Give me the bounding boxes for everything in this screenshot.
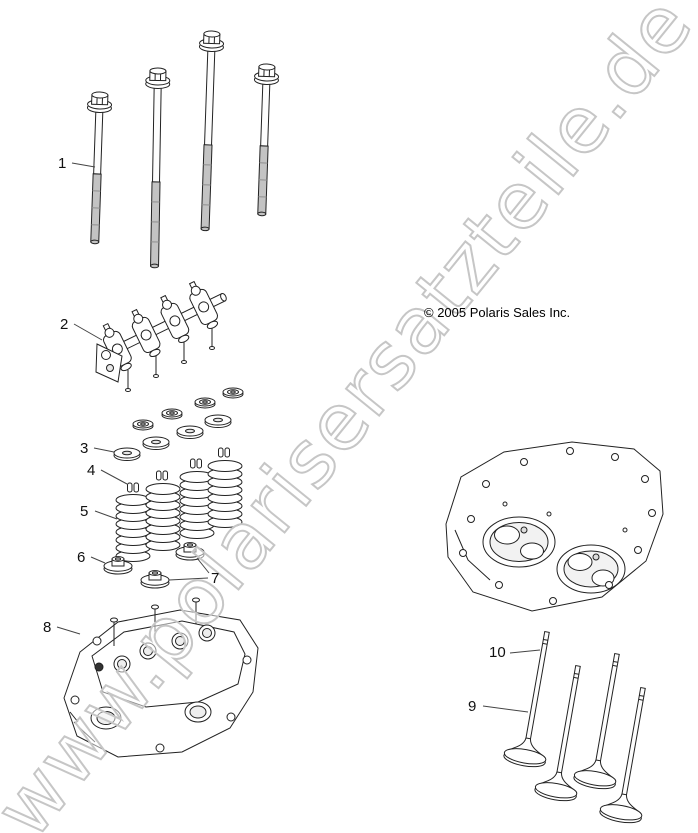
valve-spring — [115, 494, 151, 562]
cylinder-head-bolt — [249, 63, 280, 217]
callout-label-10: 10 — [489, 644, 506, 661]
leader-line-4 — [100, 469, 128, 485]
spring-retainer-washer — [113, 447, 141, 461]
valve-spring-retainer — [222, 387, 244, 399]
callout-label-7: 7 — [211, 570, 220, 587]
callout-label-3: 3 — [80, 440, 89, 457]
spring-retainer-washer — [204, 414, 232, 428]
engine-valves — [502, 627, 665, 826]
spring-retainer-washer — [142, 436, 170, 450]
valve-spring-retainer — [161, 408, 183, 420]
engine-valve — [502, 627, 569, 770]
spring-retainer-washer — [176, 425, 204, 439]
leader-line-3 — [93, 447, 115, 453]
callout-label-1: 1 — [58, 155, 67, 172]
valve-keeper — [156, 470, 168, 481]
valve-keeper — [127, 482, 139, 493]
valve-spring-retainer — [132, 419, 154, 431]
cylinder-head-bolts — [82, 30, 280, 269]
callout-label-9: 9 — [468, 698, 477, 715]
cylinder-head-bolt — [82, 91, 113, 245]
valve-keeper — [190, 458, 202, 469]
cylinder-head-bolt — [142, 67, 171, 269]
head-studs — [110, 597, 200, 646]
leader-line-5 — [94, 510, 118, 520]
leader-line-6 — [90, 556, 106, 564]
leader-line-8 — [56, 626, 81, 635]
valve-spring — [145, 483, 181, 551]
cylinder-head-bottom-view — [445, 441, 664, 612]
copyright-text: © 2005 Polaris Sales Inc. — [424, 305, 571, 320]
cylinder-head — [63, 597, 259, 758]
callout-leader-lines — [56, 162, 541, 713]
leader-line-7b — [196, 557, 210, 574]
callout-label-5: 5 — [80, 503, 89, 520]
callout-label-4: 4 — [87, 462, 96, 479]
leader-line-7a — [168, 577, 209, 581]
valve-keeper — [218, 447, 230, 458]
leader-line-10 — [509, 649, 541, 654]
valve-spring-retainer — [194, 397, 216, 409]
leader-line-2 — [73, 323, 103, 341]
callout-label-8: 8 — [43, 619, 52, 636]
cylinder-head-bolt — [192, 30, 225, 232]
rocker-arm-assembly — [95, 280, 227, 392]
valve-spring-retainers — [113, 387, 244, 461]
callout-label-2: 2 — [60, 316, 69, 333]
leader-line-9 — [482, 705, 529, 713]
leader-line-1 — [71, 162, 96, 168]
callout-label-6: 6 — [77, 549, 86, 566]
